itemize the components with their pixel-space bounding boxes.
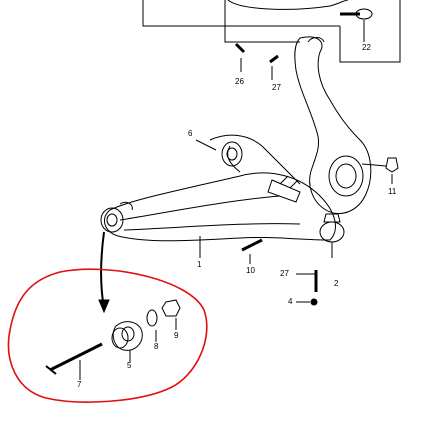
steering-knuckle	[294, 36, 372, 214]
callout-6: 6	[188, 129, 193, 138]
frame-line-mid	[224, 0, 300, 43]
lower-control-arm	[103, 172, 336, 242]
callout-9: 9	[174, 331, 179, 340]
washer-22	[355, 8, 373, 20]
callout-27-top: 27	[272, 83, 281, 92]
callout-5: 5	[127, 361, 132, 370]
callout-27-lower: 27	[280, 269, 289, 278]
callout-26: 26	[235, 77, 244, 86]
explode-arrowhead	[98, 299, 110, 314]
ball-joint-stud	[323, 213, 341, 223]
frame-line-top	[142, 0, 340, 27]
knuckle-top-boss	[307, 37, 325, 43]
callout-22: 22	[362, 43, 371, 52]
knuckle-arm	[361, 163, 387, 167]
callout-7: 7	[77, 380, 82, 389]
washer-8	[146, 309, 158, 327]
callout-11: 11	[388, 187, 397, 196]
arm-rib-lower	[123, 223, 301, 231]
nut-9	[161, 299, 181, 317]
bushing-6	[221, 141, 243, 167]
bushing-tab	[119, 201, 133, 211]
hub-bore-inner	[335, 163, 357, 189]
bolt-7	[49, 342, 103, 372]
callout-10: 10	[246, 266, 255, 275]
frame-box-22	[339, 0, 401, 63]
callout-8: 8	[154, 342, 159, 351]
ball-joint	[319, 221, 345, 243]
callout-1: 1	[197, 260, 202, 269]
nut-4	[310, 298, 318, 306]
hub-bore-outer	[328, 155, 364, 197]
upper-part-outline	[227, 0, 349, 10]
arm-rib-upper	[119, 195, 281, 221]
bolt-26	[234, 42, 246, 54]
bolt-27-top	[269, 54, 279, 64]
front-bushing	[100, 207, 124, 233]
callout-2: 2	[334, 279, 339, 288]
leader-6	[195, 139, 217, 151]
callout-4: 4	[288, 297, 293, 306]
bolt-7-head	[45, 365, 57, 375]
bushing-6-core	[226, 147, 238, 161]
bolt-10	[241, 238, 263, 252]
bushing-5-face	[111, 327, 129, 349]
rear-arm-inner	[227, 145, 241, 173]
bracket-lines	[279, 175, 299, 189]
front-bushing-core	[106, 213, 118, 227]
bushing-5	[112, 321, 143, 351]
rear-arm-upper	[209, 134, 301, 185]
highlight-circle	[7, 268, 208, 403]
nut-11	[385, 157, 399, 173]
